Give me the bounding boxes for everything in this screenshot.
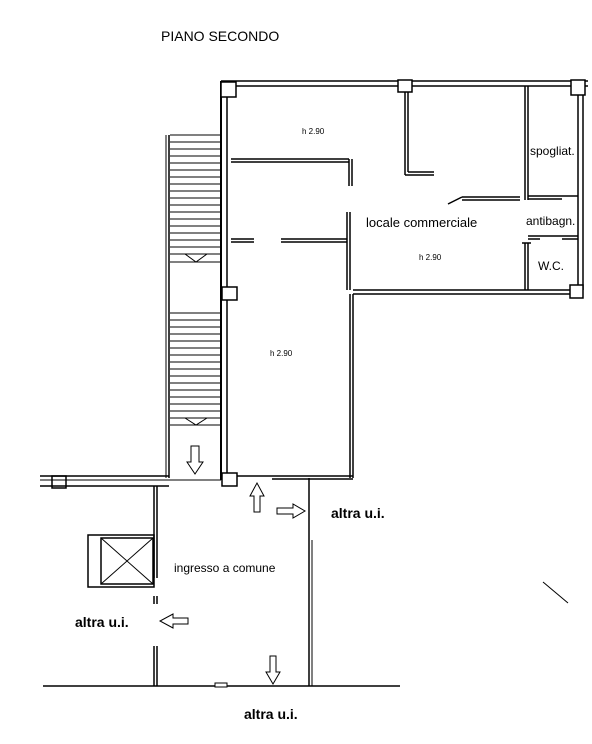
neighbor-label-right: altra u.i. <box>331 505 385 521</box>
plan-title: PIANO SECONDO <box>161 28 279 44</box>
arrow-right-icon <box>276 503 306 519</box>
neighbor-label-left: altra u.i. <box>75 614 129 630</box>
height-label-top: h 2.90 <box>302 127 325 136</box>
interior-partitions <box>231 86 578 290</box>
perimeter-walls <box>220 80 588 480</box>
antibagno-label: antibagn. <box>526 214 575 228</box>
arrow-up-icon <box>249 481 265 513</box>
commerciale-label: locale commerciale <box>366 215 477 230</box>
ingresso-label: ingresso a comune <box>174 561 276 575</box>
neighbor-label-bottom: altra u.i. <box>244 706 298 722</box>
height-label-left: h 2.90 <box>270 349 293 358</box>
pillars <box>51 79 586 489</box>
elevator-icon <box>87 534 155 588</box>
spogliatoio-label: spogliat. <box>530 144 575 158</box>
wc-label: W.C. <box>538 259 564 273</box>
height-label-commerciale: h 2.90 <box>419 253 442 262</box>
arrow-left-icon <box>158 613 189 629</box>
staircase <box>165 134 221 478</box>
diagonal-mark <box>542 581 569 604</box>
arrow-down-bottom-icon <box>265 655 281 685</box>
arrow-down-icon <box>186 445 204 475</box>
